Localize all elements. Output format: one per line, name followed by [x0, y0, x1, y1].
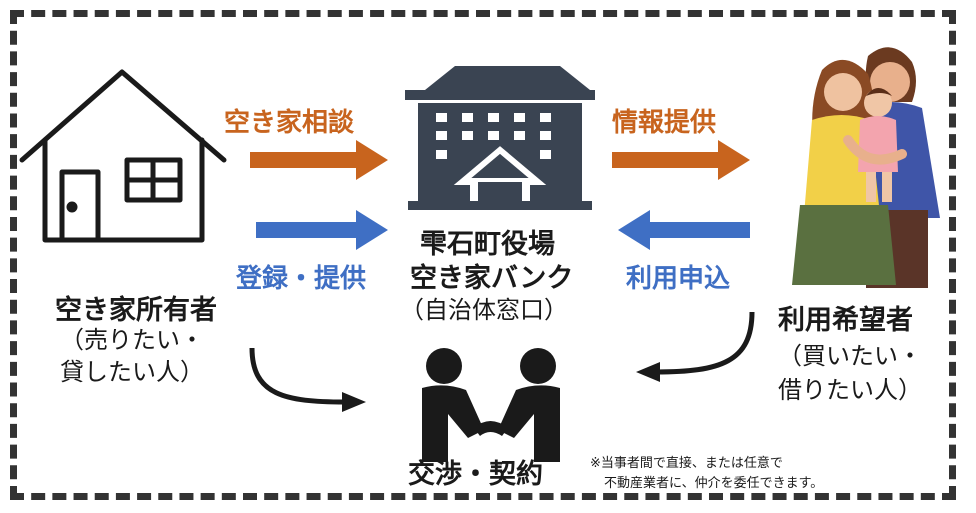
register-label: 登録・提供 [236, 264, 367, 294]
owner-title: 空き家所有者 [55, 295, 217, 326]
info-arrow [612, 140, 750, 180]
consult-arrow [250, 140, 388, 180]
owner-note-line2: 貸したい人） [60, 358, 204, 386]
contract-note-line1: ※当事者間で直接、または任意で [590, 456, 783, 471]
apply-label: 利用申込 [626, 264, 731, 294]
handshake-icon [422, 348, 560, 462]
owner-note-line1: （売りたい・ [60, 326, 204, 354]
town-hall-icon [405, 66, 595, 210]
center-line2: 空き家バンク [410, 263, 574, 294]
user-title: 利用希望者 [778, 305, 913, 336]
register-arrow [256, 210, 388, 250]
dashed-frame [10, 10, 956, 500]
family-illustration [792, 47, 940, 288]
contract-note-line2: 不動産業者に、仲介を委任できます。 [604, 476, 824, 491]
owner-to-contract-arrow [249, 347, 366, 412]
house-icon [19, 69, 227, 243]
info-label: 情報提供 [612, 108, 717, 138]
contract-label: 交渉・契約 [408, 459, 543, 490]
user-note-line1: （買いたい・ [778, 342, 922, 370]
center-line3: （自治体窓口） [400, 296, 568, 324]
apply-arrow [618, 210, 750, 250]
consult-label: 空き家相談 [224, 108, 355, 138]
user-note-line2: 借りたい人） [778, 376, 922, 404]
center-line1: 雫石町役場 [420, 229, 555, 260]
user-to-contract-arrow [636, 311, 755, 382]
